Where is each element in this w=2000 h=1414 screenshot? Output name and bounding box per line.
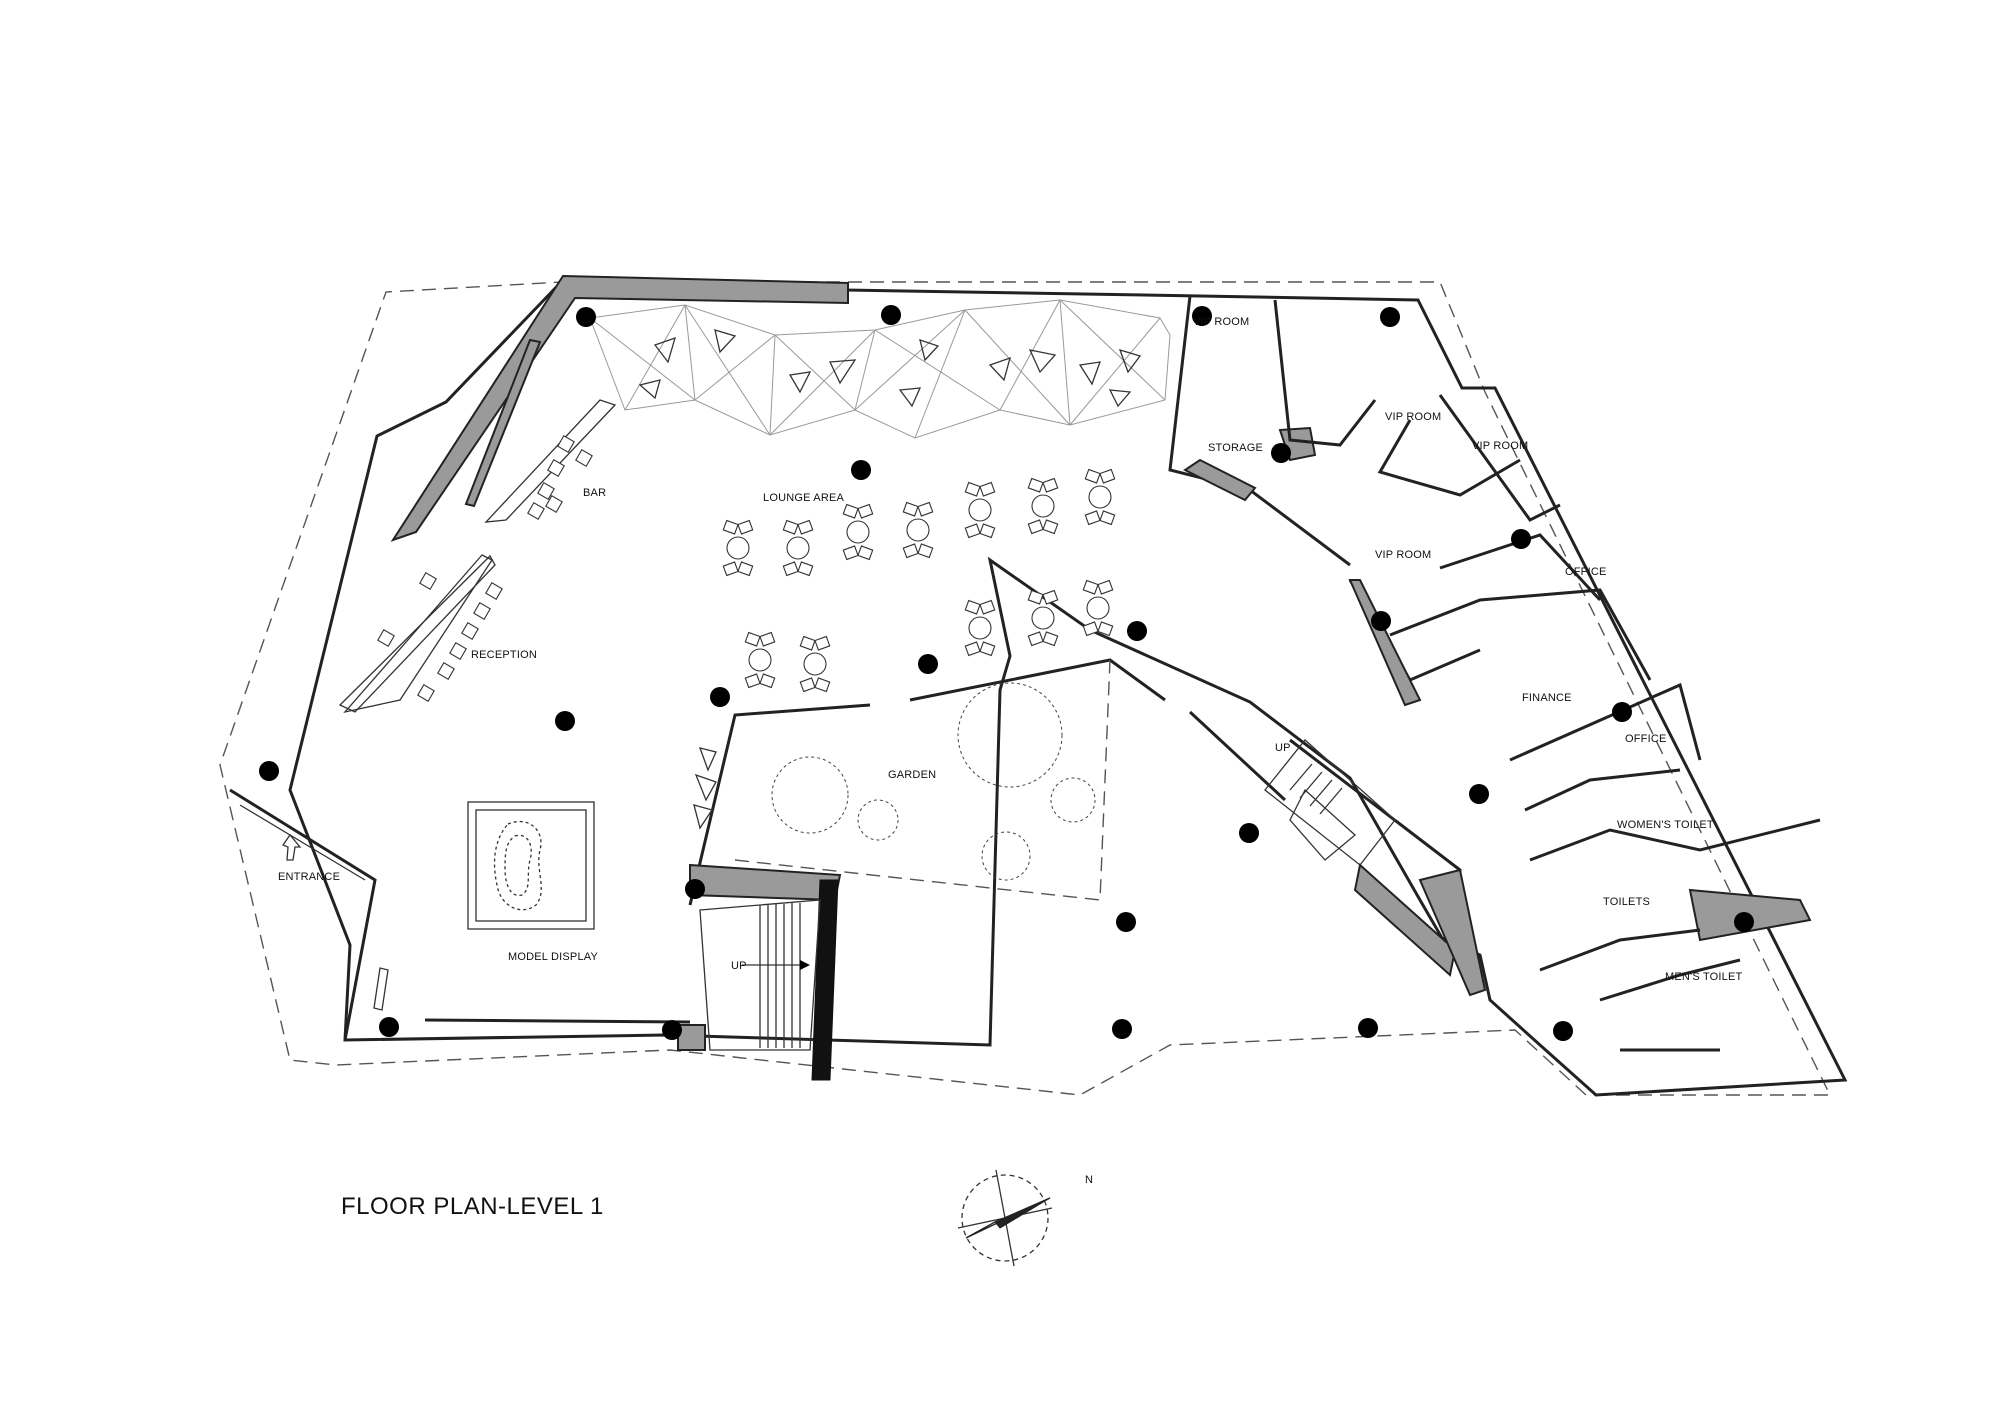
- label-vip-room-3: VIP ROOM: [1472, 440, 1528, 452]
- east-stair: [1264, 739, 1396, 866]
- north-arrow: N: [957, 1169, 1093, 1267]
- label-mens-toilet: MEN'S TOILET: [1665, 971, 1743, 983]
- site-boundary: [219, 281, 1832, 1096]
- label-finance: FINANCE: [1522, 692, 1572, 704]
- entrance-wall: [229, 788, 377, 1041]
- label-up-main-stair: UP: [731, 960, 747, 972]
- reception-counter: [343, 554, 493, 714]
- lounge-canopy: [589, 299, 1171, 439]
- label-up-east-stair: UP: [1275, 742, 1291, 754]
- label-storage: STORAGE: [1208, 442, 1263, 454]
- north-west-wall: [390, 274, 849, 542]
- plan-title: FLOOR PLAN-LEVEL 1: [341, 1193, 604, 1220]
- label-vip-room-1: VIP ROOM: [1193, 316, 1249, 328]
- model-display: [467, 801, 595, 930]
- storage-solid: [1183, 458, 1257, 502]
- label-womens-toilet: WOMEN'S TOILET: [1617, 819, 1714, 831]
- room-labels: VIP ROOM VIP ROOM VIP ROOM VIP ROOM STOR…: [278, 316, 1743, 983]
- vip-wing-solid: [1348, 579, 1422, 707]
- north-label: N: [1085, 1174, 1093, 1186]
- label-vip-room-4: VIP ROOM: [1375, 549, 1431, 561]
- garden-wall: [688, 703, 871, 906]
- label-lounge-area: LOUNGE AREA: [763, 492, 845, 504]
- vip-wing-wall: [1168, 295, 1351, 567]
- south-wall-segment: [424, 1018, 691, 1024]
- main-stair-solid: [689, 863, 842, 902]
- building-outline: [288, 276, 1848, 1097]
- bar-stools: [527, 435, 593, 520]
- label-vip-room-2: VIP ROOM: [1385, 411, 1441, 423]
- bar-counter: [484, 399, 617, 523]
- garden-trees: [771, 682, 1096, 881]
- entrance-planter: [373, 967, 389, 1011]
- north-west-wall-inner: [464, 338, 542, 508]
- label-reception: RECEPTION: [471, 649, 537, 661]
- structural-columns: [259, 305, 1754, 1041]
- main-stair-black-wall: [811, 879, 839, 1081]
- label-office-1: OFFICE: [1565, 566, 1607, 578]
- label-office-2: OFFICE: [1625, 733, 1667, 745]
- label-bar: BAR: [583, 487, 606, 499]
- reception-chairs: [377, 572, 503, 702]
- main-stair-treads: [759, 903, 801, 1048]
- east-stair-solid: [1353, 863, 1457, 977]
- label-garden: GARDEN: [888, 769, 936, 781]
- label-entrance: ENTRANCE: [278, 871, 340, 883]
- garden-boundary-dashed: [734, 659, 1111, 901]
- lounge-seating: [722, 468, 1116, 693]
- label-model-display: MODEL DISPLAY: [508, 951, 598, 963]
- garden-planter: [693, 747, 717, 830]
- entrance-arrow: [281, 833, 302, 861]
- label-toilets: TOILETS: [1603, 896, 1650, 908]
